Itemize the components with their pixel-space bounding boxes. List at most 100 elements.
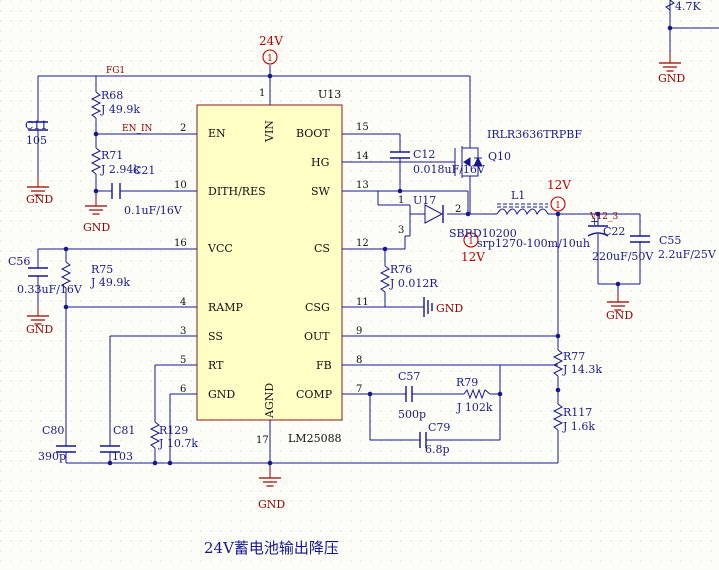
u17-pin1: 1: [398, 195, 404, 206]
c21-value: 0.1uF/16V: [124, 204, 183, 217]
power-port-12v-out: 1: [550, 196, 566, 212]
r68-value: J 49.9k: [100, 103, 140, 116]
pin-sw-num: 13: [356, 180, 369, 191]
c79-value: 6.8p: [425, 443, 450, 456]
gnd-label-c56: GND: [26, 323, 53, 336]
svg-text:1: 1: [555, 201, 561, 211]
capacitor-symbols: [28, 121, 650, 453]
pin-hg-num: 14: [356, 151, 369, 162]
power-port-24v: 1: [262, 49, 278, 65]
net-v12-3: V12_3: [589, 212, 618, 222]
net-24v: 24V: [259, 34, 283, 48]
svg-text:1: 1: [267, 54, 273, 64]
gnd-label-agnd: GND: [258, 498, 285, 511]
c12-ref: C12: [413, 148, 435, 161]
mosfet-q10: [461, 146, 483, 178]
c56-ref: C56: [8, 255, 30, 268]
diode-u17: [424, 204, 444, 224]
c80-ref: C80: [42, 424, 64, 437]
c55-ref: C55: [659, 234, 681, 247]
pin-vcc-name: VCC: [207, 242, 233, 255]
c12-value: 0.018uF/16V: [413, 163, 486, 176]
pin-cs-name: CS: [314, 242, 330, 255]
c81-value: 103: [112, 450, 133, 463]
pin-ss-num: 3: [180, 326, 186, 337]
c22-curved-plate: [587, 232, 609, 237]
c57-value: 500p: [398, 408, 426, 421]
u17-ref: U17: [413, 194, 436, 207]
l1-ref: L1: [511, 189, 525, 202]
gnd-label-output: GND: [606, 309, 633, 322]
gnd-label-top-right: GND: [658, 72, 685, 85]
c81-ref: C81: [113, 424, 135, 437]
pin-fb-name: FB: [316, 359, 332, 372]
r68-ref: R68: [101, 89, 123, 102]
pin-cs-num: 12: [356, 238, 369, 249]
gnd-label-c11: GND: [26, 193, 53, 206]
r76-ref: R76: [390, 263, 412, 276]
pin-csg-num: 11: [356, 297, 369, 308]
q10-ref: Q10: [488, 150, 511, 163]
c22-value: 220uF/50V: [592, 250, 654, 263]
junctions: [63, 25, 673, 466]
pin-comp-num: 7: [356, 384, 362, 395]
csg-ground-bars: [423, 297, 433, 317]
r75-value: J 49.9k: [90, 276, 130, 289]
pin-ss-name: SS: [208, 330, 223, 343]
gnd-label-r71: GND: [83, 221, 110, 234]
pin-en-name: EN: [208, 127, 226, 140]
pin-ramp-name: RAMP: [208, 301, 243, 314]
r79-value: J 102k: [456, 401, 493, 414]
pin-out-num: 9: [356, 326, 362, 337]
r71-value: J 2.94k: [100, 163, 140, 176]
ic-u13: U13 LM25088 EN DITH/RES VCC RAMP SS RT G…: [174, 88, 369, 446]
ic-ref: U13: [318, 88, 341, 101]
pin-csg-name: CSG: [305, 301, 330, 314]
pin-agnd-name: AGND: [263, 383, 276, 419]
svg-text:1: 1: [468, 237, 474, 247]
r129-value: J 10.7k: [158, 437, 198, 450]
c55-value: 2.2uF/25V: [658, 248, 717, 261]
pin-dith-name: DITH/RES: [208, 185, 266, 198]
pin-fb-num: 8: [356, 355, 362, 366]
pin-en-num: 2: [180, 123, 186, 134]
r77-value: J 14.3k: [562, 363, 602, 376]
resistor-symbols: [60, 0, 675, 449]
c79-ref: C79: [428, 421, 450, 434]
l1-value: srp1270-100m/10uh: [477, 237, 590, 250]
gnd-label-csg: GND: [436, 302, 463, 315]
r117-value: J 1.6k: [562, 420, 595, 433]
pin-comp-name: COMP: [296, 388, 333, 401]
pin-rt-num: 5: [180, 355, 186, 366]
pin-boot-name: BOOT: [296, 127, 330, 140]
u17-pin3: 3: [398, 225, 404, 236]
inductor-l1: [496, 208, 549, 216]
c21-ref: C21: [133, 164, 155, 177]
pin-hg-name: HG: [311, 156, 329, 169]
r117-ref: R117: [563, 406, 592, 419]
c56-value: 0.33uF/16V: [17, 283, 83, 296]
pin-ramp-num: 4: [180, 297, 186, 308]
c11-value: 105: [26, 134, 47, 147]
pin-agnd-num: 17: [256, 435, 269, 446]
pin-boot-num: 15: [356, 122, 369, 133]
pin-gnd-num: 6: [180, 384, 186, 395]
pin-vcc-num: 16: [174, 238, 187, 249]
caption: 24V蓄电池输出降压: [204, 539, 339, 557]
net-12v-out: 12V: [547, 178, 571, 192]
pin-gnd-name: GND: [208, 388, 235, 401]
c57-ref: C57: [398, 370, 420, 383]
ic-part: LM25088: [288, 432, 342, 445]
pin-rt-name: RT: [208, 359, 224, 372]
pin-vin-name: VIN: [263, 120, 276, 143]
net-en-in: EN_IN: [122, 124, 153, 134]
q10-value: IRLR3636TRPBF: [487, 128, 582, 141]
pin-out-name: OUT: [304, 330, 330, 343]
net-12v-sense: 12V: [461, 250, 485, 264]
u17-pin2: 2: [455, 204, 461, 215]
r71-ref: R71: [101, 149, 123, 162]
r75-ref: R75: [91, 263, 113, 276]
r77-ref: R77: [563, 350, 585, 363]
r-top-value: 4.7K: [675, 0, 701, 13]
